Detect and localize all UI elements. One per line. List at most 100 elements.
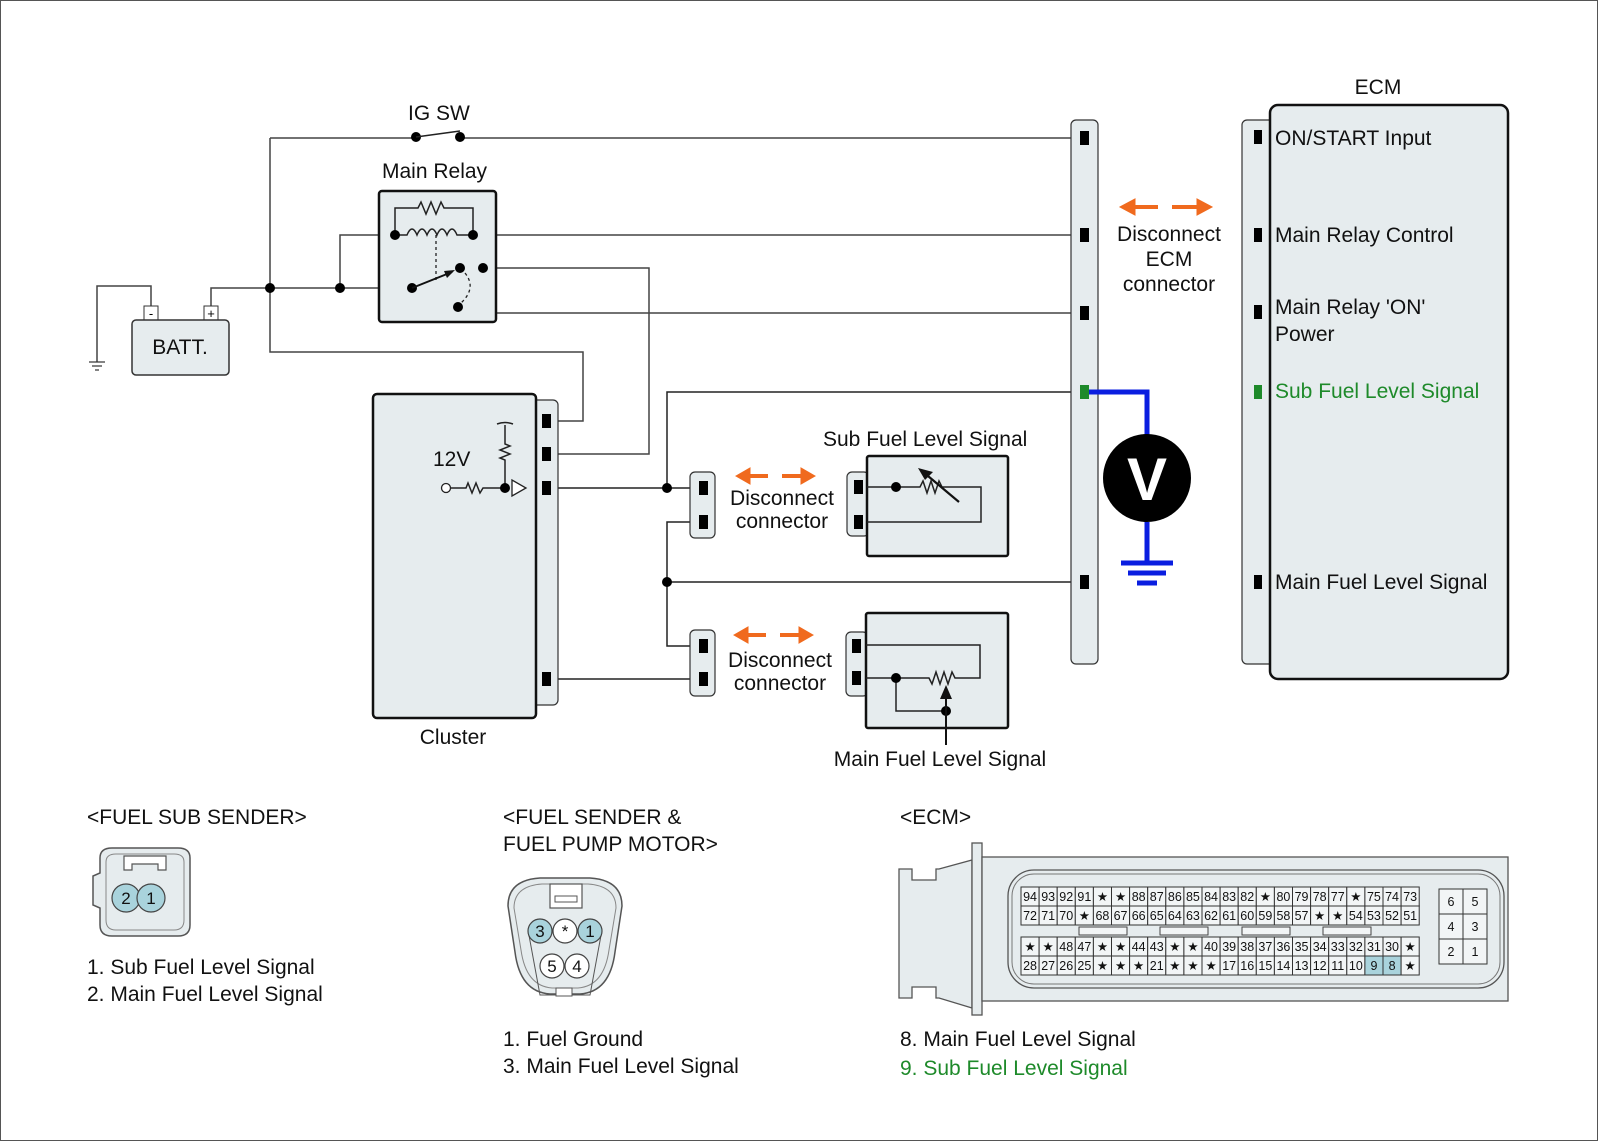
ecm-pin-number: 13	[1295, 959, 1309, 973]
ecm-pin-number: ★	[1260, 890, 1271, 904]
connector-housing-inner	[105, 853, 185, 931]
ecm-pin-number: 51	[1403, 909, 1417, 923]
relay-contact-no	[455, 263, 465, 273]
ecm-pin-number: 67	[1114, 909, 1128, 923]
connector-latch-inner	[554, 895, 578, 903]
connector-pin	[699, 639, 708, 653]
wires	[96, 137, 1083, 680]
ecm-pin-number: ★	[1205, 959, 1216, 973]
cluster-pullup-resistor-icon	[496, 421, 514, 488]
main-relay-label: Main Relay	[382, 160, 488, 183]
ecm-aux-pin-number: 4	[1448, 920, 1455, 934]
pin-number: *	[562, 922, 569, 941]
relay-node	[478, 263, 488, 273]
voltmeter: V	[1089, 389, 1191, 586]
cluster-pin	[542, 447, 551, 461]
ecm-pin-number: 38	[1240, 940, 1254, 954]
ecm-pin-number: 85	[1186, 890, 1200, 904]
ecm-pin-number: 60	[1240, 909, 1254, 923]
cluster-body	[371, 392, 538, 720]
pin-number: 3	[535, 922, 544, 941]
ecm-aux-pin-cell	[1462, 938, 1488, 965]
ecm-pin-number: ★	[1097, 890, 1108, 904]
ecm-pin-number: ★	[1115, 940, 1126, 954]
pin-number: 1	[585, 922, 594, 941]
wiper-arrow-head-icon	[940, 685, 952, 699]
ecm-pin-number: 62	[1204, 909, 1218, 923]
ecm-label: ECM	[1355, 76, 1402, 99]
ecm-pin-number: ★	[1024, 940, 1035, 954]
main-fuel-sender: Main Fuel Level Signal	[834, 611, 1046, 771]
disconnect-arrow-icon	[734, 467, 817, 485]
ecm-pin-number: 65	[1150, 909, 1164, 923]
sender-node	[891, 673, 901, 683]
ecm-pin-number: 66	[1132, 909, 1146, 923]
main-sender-body	[864, 611, 1010, 730]
battery: - + BATT.	[89, 305, 230, 376]
ecm-pin-number: 83	[1222, 890, 1236, 904]
cluster-pin	[542, 672, 551, 686]
wire-relay-on-power	[482, 268, 1083, 314]
pin-legend: 1. Sub Fuel Level Signal	[87, 956, 315, 979]
ecm-aux-pin-number: 6	[1448, 895, 1455, 909]
harness-pin	[1080, 131, 1089, 145]
main-sender-connector[interactable]	[689, 629, 716, 697]
fuel-sender-pump-view: <FUEL SENDER & FUEL PUMP MOTOR> 3 * 1 5 …	[503, 806, 739, 1078]
cluster-buffer-icon	[511, 478, 528, 498]
ecm-aux-pin-number: 1	[1472, 945, 1479, 959]
ecm-pin-number: 53	[1367, 909, 1381, 923]
ecm-key-slot	[1159, 926, 1209, 936]
connector-pin-1	[136, 883, 166, 913]
ecm-pin-number: ★	[1187, 959, 1198, 973]
ecm-pin-number: 10	[1349, 959, 1363, 973]
ecm-pin-number: ★	[1079, 909, 1090, 923]
disconnect-ecm-label: connector	[1123, 273, 1215, 296]
ecm-pin-cell	[1400, 955, 1420, 976]
ecm-pin-number: ★	[1405, 940, 1416, 954]
sub-sender-connector[interactable]	[689, 471, 716, 539]
ecm-pin-number: 16	[1240, 959, 1254, 973]
ecm-pin-number: ★	[1314, 909, 1325, 923]
disconnect-sub-label: connector	[736, 510, 828, 533]
ecm-pin-number: ★	[1097, 940, 1108, 954]
ecm-pin-number: 88	[1132, 890, 1146, 904]
ecm-pin-number: 68	[1095, 909, 1109, 923]
ecm-pin-number: 73	[1403, 890, 1417, 904]
cluster-pin	[542, 414, 551, 428]
ecm-terminal-main-fuel: Main Fuel Level Signal	[1275, 571, 1487, 594]
wire-battery-cluster	[269, 138, 584, 422]
disconnect-sub-label: Disconnect	[730, 487, 834, 510]
wire-relay-coil-feed	[339, 234, 395, 288]
ecm-pin-number: 82	[1240, 890, 1254, 904]
ecm-pin-number: 9	[1370, 959, 1377, 973]
ig-switch-label: IG SW	[408, 102, 470, 125]
ecm-connector-shroud	[1007, 869, 1505, 989]
ecm-pin-number: 75	[1367, 890, 1381, 904]
ecm-pin-number: 12	[1313, 959, 1327, 973]
ecm-pin	[1254, 305, 1262, 319]
sender-node	[891, 482, 901, 492]
ecm-connector-side	[898, 859, 973, 1009]
main-sender-resistor-icon	[866, 644, 981, 687]
connector-key	[555, 987, 573, 997]
ecm-pin-cell	[1400, 905, 1420, 926]
pin-number: 5	[547, 957, 556, 976]
ecm-pin-number: 8	[1389, 959, 1396, 973]
ecm-pin-number: 31	[1367, 940, 1381, 954]
voltmeter-label: V	[1127, 446, 1167, 513]
harness-pin	[1080, 228, 1089, 242]
cluster-label: Cluster	[420, 726, 487, 749]
sender-pin	[852, 639, 861, 653]
ecm-pin-number: 28	[1023, 959, 1037, 973]
relay-resistor-icon	[394, 200, 474, 235]
ecm-terminal-main-relay-on: Main Relay 'ON'	[1275, 296, 1425, 319]
pin-legend: 8. Main Fuel Level Signal	[900, 1028, 1136, 1051]
ecm: ECM ON/START Input Main Relay Control Ma…	[1241, 76, 1510, 681]
battery-plus-sign: +	[207, 306, 215, 321]
pin-legend: 2. Main Fuel Level Signal	[87, 983, 323, 1006]
cluster-resistor-icon	[451, 480, 505, 496]
sub-sender-label: Sub Fuel Level Signal	[823, 428, 1027, 451]
fuel-sender-title: <FUEL SENDER &	[503, 806, 681, 829]
